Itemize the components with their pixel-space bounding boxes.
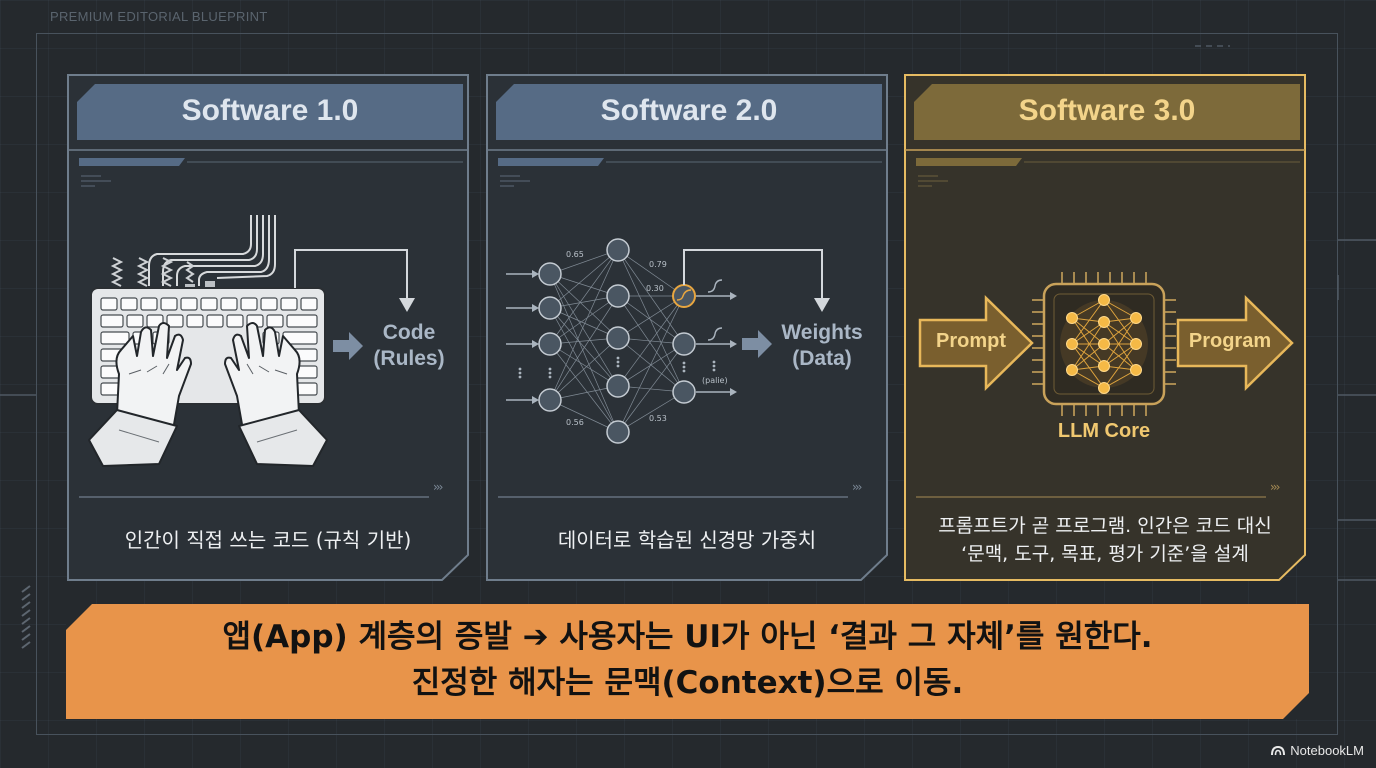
data-label: (Data) <box>792 347 852 370</box>
panel-caption: 데이터로 학습된 신경망 가중치 <box>557 528 817 552</box>
neural-network-illustration <box>506 238 830 444</box>
chevrons-icon: ››› <box>1270 480 1281 494</box>
banner-text: 앱(App) 계층의 증발 ➔ 사용자는 UI가 아닌 ‘결과 그 자체’를 원… <box>66 614 1309 706</box>
llm-core-illustration <box>918 272 1294 416</box>
caption-line-1: 프롬프트가 곧 프로그램. 인간은 코드 대신 <box>938 515 1272 537</box>
panel-software-3: Software 3.0 ››› P <box>904 74 1306 581</box>
weight-label: (palie) <box>702 376 728 385</box>
weight-label: 0.30 <box>646 284 664 293</box>
panel-frame <box>486 74 888 581</box>
panel-title: Software 1.0 <box>181 94 359 127</box>
brand-watermark: NotebookLM <box>1271 743 1364 758</box>
banner-line-1: 앱(App) 계층의 증발 ➔ 사용자는 UI가 아닌 ‘결과 그 자체’를 원… <box>222 619 1153 655</box>
notebooklm-logo-icon <box>1271 745 1286 755</box>
chevrons-icon: ››› <box>433 480 444 494</box>
panel-caption: 인간이 직접 쓰는 코드 (규칙 기반) <box>124 528 412 552</box>
code-label: Code <box>382 321 436 344</box>
panel-software-2: Software 2.0 ››› <box>486 74 888 581</box>
panel-caption: 프롬프트가 곧 프로그램. 인간은 코드 대신 ‘문맥, 도구, 목표, 평가 … <box>914 512 1296 568</box>
prompt-label: Prompt <box>936 330 1006 352</box>
conclusion-banner: 앱(App) 계층의 증발 ➔ 사용자는 UI가 아닌 ‘결과 그 자체’를 원… <box>66 604 1309 719</box>
caption-line-2: ‘문맥, 도구, 목표, 평가 기준’을 설계 <box>961 543 1249 565</box>
weight-label: 0.79 <box>649 260 667 269</box>
panel-software-1: Software 1.0 ››› <box>67 74 469 581</box>
weight-label: 0.53 <box>649 414 667 423</box>
banner-background <box>66 604 1309 719</box>
brand-name: NotebookLM <box>1290 743 1364 758</box>
header-label: PREMIUM EDITORIAL BLUEPRINT <box>50 9 268 24</box>
code-rules-label: Code (Rules) <box>363 320 455 372</box>
weights-label: Weights <box>781 321 863 344</box>
program-label: Program <box>1188 330 1272 352</box>
rules-label: (Rules) <box>373 347 445 370</box>
llm-core-label: LLM Core <box>1057 420 1151 442</box>
weight-label: 0.56 <box>566 418 584 427</box>
banner-line-2: 진정한 해자는 문맥(Context)으로 이동. <box>411 665 964 701</box>
panel-title: Software 2.0 <box>600 94 778 127</box>
panel-title: Software 3.0 <box>1018 94 1196 127</box>
weights-data-label: Weights (Data) <box>774 320 870 372</box>
outer-frame <box>36 33 1338 735</box>
keyboard-hands-illustration <box>88 215 415 467</box>
activation-node <box>672 284 696 308</box>
chevrons-icon: ››› <box>852 480 863 494</box>
weight-label: 0.65 <box>566 250 584 259</box>
